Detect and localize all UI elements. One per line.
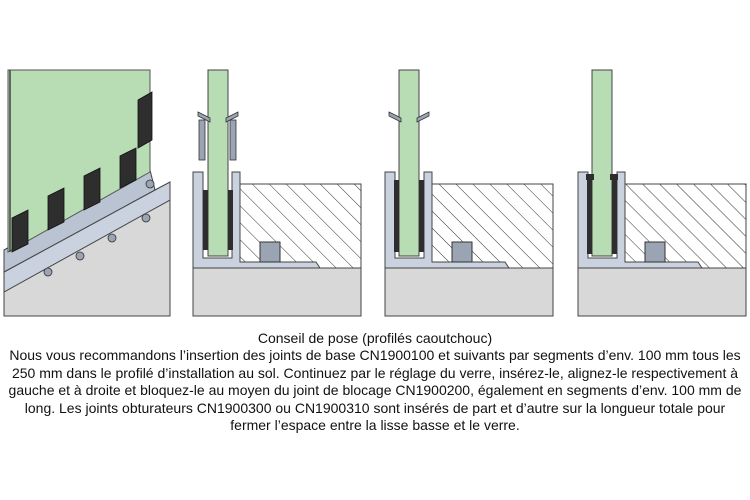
- caption-title: Conseil de pose (profilés caoutchouc): [257, 330, 493, 346]
- panel-step-1: [192, 69, 362, 317]
- glass-pane: [398, 69, 420, 257]
- panel-perspective-view: [3, 69, 171, 317]
- gasket-pieces: [586, 174, 618, 254]
- gasket-segments: [11, 91, 153, 253]
- panel-final: [577, 69, 747, 317]
- loose-gaskets: [197, 111, 239, 161]
- glass-pane: [207, 69, 229, 257]
- bolt: [259, 241, 281, 263]
- gasket-pieces: [203, 190, 233, 250]
- installation-diagram: [3, 69, 747, 317]
- panel-step-2: [384, 69, 554, 317]
- gasket-pieces: [394, 180, 424, 252]
- anchor-bolts: [43, 179, 155, 277]
- loose-gaskets: [388, 111, 430, 123]
- bolt: [644, 241, 666, 263]
- caption-body: Nous vous recommandons l’insertion des j…: [8, 347, 742, 434]
- glass-pane: [591, 69, 613, 257]
- glass-pane: [7, 69, 151, 253]
- caption: Conseil de pose (profilés caoutchouc) No…: [0, 329, 750, 435]
- bolt: [451, 241, 473, 263]
